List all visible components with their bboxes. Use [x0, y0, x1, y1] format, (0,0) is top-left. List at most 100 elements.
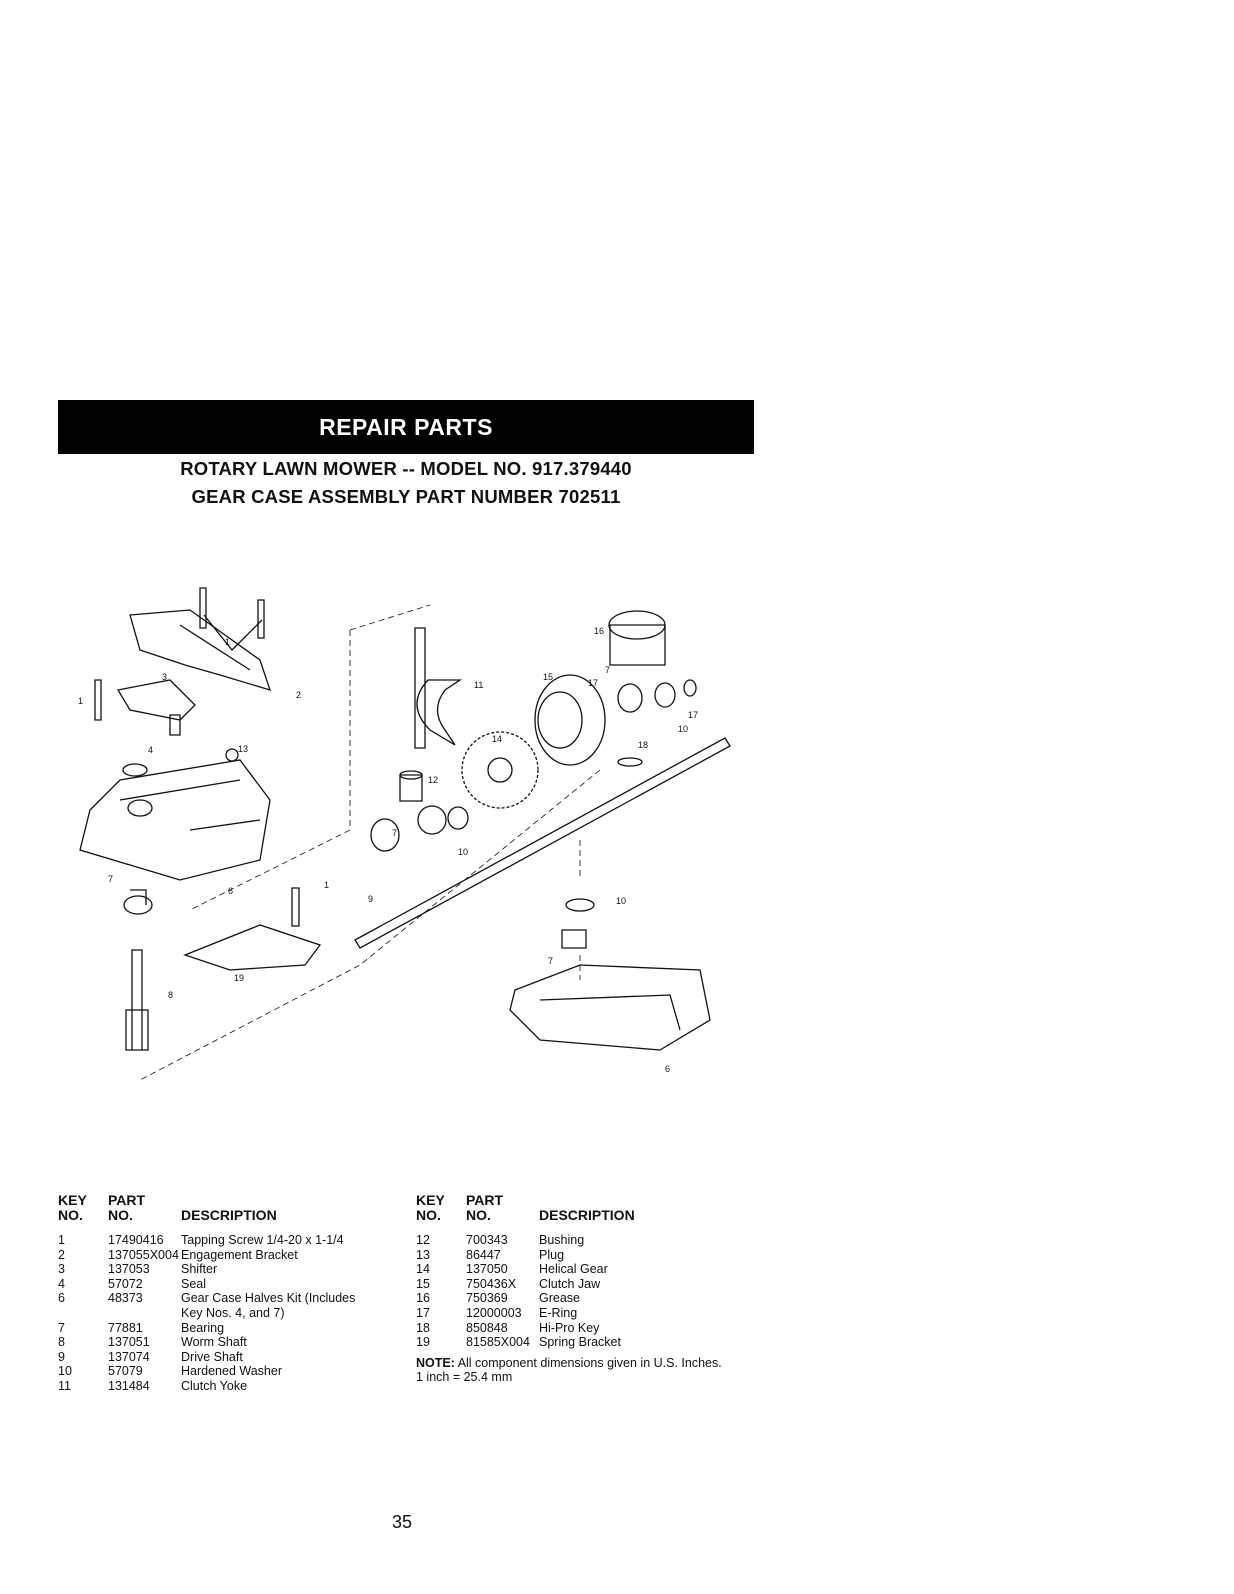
- callout: 1: [78, 696, 83, 706]
- header-no: NO.: [416, 1207, 441, 1223]
- bushing: [399, 774, 423, 802]
- hi-pro-key: [617, 757, 643, 767]
- exploded-parts-diagram: 1 2 3 4 13 1 6 7 8 19 1 11 12 14 15 16 1…: [78, 587, 731, 1081]
- part-description: Clutch Yoke: [181, 1378, 248, 1393]
- note-label: NOTE:: [416, 1355, 455, 1370]
- key-no: 12: [416, 1233, 430, 1247]
- part-description: Grease: [539, 1291, 580, 1306]
- key-no: 11: [58, 1378, 71, 1393]
- part-description: Gear Case Halves Kit (Includes Key Nos. …: [181, 1291, 356, 1320]
- key-no: 2: [58, 1247, 65, 1262]
- callout: 7: [108, 874, 113, 884]
- callout: 12: [428, 775, 438, 785]
- part-no: 137053: [108, 1262, 150, 1277]
- parts-row: 9 137074 Drive Shaft: [58, 1350, 355, 1365]
- gear-case-bottom: [509, 964, 711, 1051]
- callout: 7: [548, 956, 553, 966]
- key-no: 15: [416, 1276, 430, 1291]
- key-no: 3: [58, 1262, 65, 1277]
- callout: 1: [225, 637, 230, 647]
- key-no: 10: [58, 1364, 72, 1379]
- part-description: Spring Bracket: [539, 1335, 621, 1350]
- callout: 8: [168, 990, 173, 1000]
- callout: 10: [616, 896, 626, 906]
- callout: 7: [392, 828, 397, 838]
- bearing-right: [617, 683, 643, 713]
- key-no: 7: [58, 1320, 65, 1335]
- dimensions-note: NOTE: All component dimensions given in …: [416, 1356, 722, 1385]
- drive-shaft: [354, 737, 731, 949]
- callout: 18: [638, 740, 648, 750]
- part-description: Hi-Pro Key: [539, 1320, 600, 1335]
- part-description: E-Ring: [539, 1305, 578, 1320]
- helical-gear: [461, 731, 539, 809]
- washer-mid: [417, 805, 447, 835]
- seal: [122, 763, 148, 777]
- part-no: 86447: [466, 1247, 501, 1262]
- part-no: 81585X004: [466, 1335, 530, 1350]
- key-no: 19: [416, 1335, 430, 1350]
- header-no: NO.: [58, 1207, 83, 1223]
- callout: 7: [605, 665, 610, 675]
- part-no: 77881: [108, 1320, 143, 1335]
- assembly-title: GEAR CASE ASSEMBLY PART NUMBER 702511: [191, 486, 621, 507]
- part-no: 137050: [466, 1262, 508, 1277]
- header-part-no: NO.: [466, 1207, 491, 1223]
- part-description: Hardened Washer: [181, 1364, 282, 1379]
- callout: 19: [234, 973, 244, 983]
- note-text: All component dimensions given in U.S. I…: [457, 1355, 722, 1370]
- callout: 13: [238, 744, 248, 754]
- part-description: Engagement Bracket: [181, 1247, 298, 1262]
- key-no: 17: [416, 1305, 430, 1320]
- header-part: PART: [466, 1192, 504, 1208]
- callout: 2: [296, 690, 301, 700]
- callout: 1: [324, 880, 329, 890]
- part-no: 57079: [108, 1364, 143, 1379]
- part-no: 137051: [108, 1335, 150, 1350]
- bearing-left: [123, 895, 153, 915]
- e-ring: [683, 679, 697, 697]
- screw-left: [94, 679, 102, 721]
- part-no: 137055X004: [108, 1247, 179, 1262]
- callout: 10: [458, 847, 468, 857]
- gear-case-top: [79, 759, 271, 881]
- part-description: Drive Shaft: [181, 1349, 243, 1364]
- key-no: 14: [416, 1262, 430, 1277]
- shifter: [116, 679, 196, 736]
- screw-top-left: [199, 587, 207, 629]
- callout: 3: [162, 672, 167, 682]
- header-key: KEY: [58, 1192, 87, 1208]
- bearing-bottom: [561, 929, 587, 949]
- part-description: Tapping Screw 1/4-20 x 1-1/4: [181, 1233, 344, 1247]
- part-no: 850848: [466, 1320, 508, 1335]
- worm-shaft: [125, 949, 149, 1051]
- part-no: 137074: [108, 1349, 150, 1364]
- callout: 11: [474, 680, 483, 690]
- page-number: 35: [392, 1512, 413, 1532]
- model-title: ROTARY LAWN MOWER -- MODEL NO. 917.37944…: [180, 458, 632, 479]
- key-no: 16: [416, 1291, 430, 1306]
- part-no: 48373: [108, 1291, 143, 1306]
- callout: 14: [492, 734, 502, 744]
- key-no: 8: [58, 1335, 65, 1350]
- grease-cup: [609, 624, 666, 666]
- spring-bracket: [183, 924, 322, 971]
- callout: 6: [665, 1064, 670, 1074]
- key-no: 9: [58, 1349, 65, 1364]
- part-no: 750436X: [466, 1276, 517, 1291]
- callout: 17: [688, 710, 698, 720]
- key-no: 1: [58, 1233, 65, 1247]
